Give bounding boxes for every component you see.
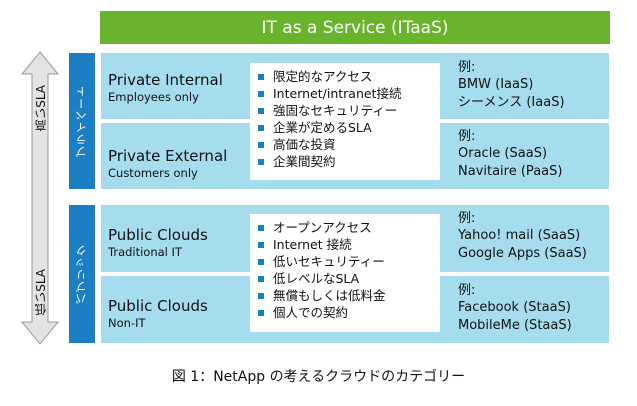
row-private-internal-examples: 例: BMW (IaaS) シーメンス (IaaS) xyxy=(458,59,565,112)
list-item: Internet/intranet接続 xyxy=(250,85,440,102)
sla-high-label: 高いSLA xyxy=(33,84,48,132)
sla-low-label: 低いSLA xyxy=(33,268,48,316)
list-item-label: 企業が定めるSLA xyxy=(273,120,372,135)
examples-heading: 例: xyxy=(458,211,476,226)
example-item: シーメンス (IaaS) xyxy=(458,95,565,110)
row-title: Private External xyxy=(108,147,228,165)
bullet-icon xyxy=(258,241,264,248)
example-item: Google Apps (SaaS) xyxy=(458,246,587,261)
list-item: 強固なセキュリティー xyxy=(250,102,440,119)
bullet-icon xyxy=(258,292,264,299)
sla-double-arrow xyxy=(20,51,60,345)
row-subtitle: Non-IT xyxy=(108,316,146,330)
list-item: 無償もしくは低料金 xyxy=(250,287,440,304)
examples-heading: 例: xyxy=(458,129,476,144)
list-item: 企業が定めるSLA xyxy=(250,119,440,136)
bullet-icon xyxy=(258,158,264,165)
list-item: 個人での契約 xyxy=(250,304,440,321)
list-item-label: 企業間契約 xyxy=(273,154,336,169)
bullet-icon xyxy=(258,275,264,282)
example-item: Yahoo! mail (SaaS) xyxy=(458,228,581,243)
row-private-external-text: Private External Customers only xyxy=(108,147,227,181)
example-item: BMW (IaaS) xyxy=(458,77,534,92)
list-item-label: Internet/intranet接続 xyxy=(273,86,402,101)
diagram-title: IT as a Service (ITaaS) xyxy=(261,17,449,38)
examples-heading: 例: xyxy=(458,283,476,298)
category-private-bar: プライベート xyxy=(69,53,95,189)
list-item-label: 低いセキュリティー xyxy=(273,254,385,269)
row-subtitle: Traditional IT xyxy=(108,245,182,259)
row-title: Public Clouds xyxy=(108,226,208,244)
list-item-label: 無償もしくは低料金 xyxy=(273,288,386,303)
list-item-label: 高価な投資 xyxy=(273,137,336,152)
bullet-icon xyxy=(258,141,264,148)
list-item-label: Internet 接続 xyxy=(273,237,352,252)
row-subtitle: Customers only xyxy=(108,166,198,180)
sla-high-label-box: 高いSLA xyxy=(30,78,50,138)
list-item: 企業間契約 xyxy=(250,153,440,170)
bullet-icon xyxy=(258,107,264,114)
bullet-icon xyxy=(258,73,264,80)
row-public-traditional-it-examples: 例: Yahoo! mail (SaaS) Google Apps (SaaS) xyxy=(458,210,587,263)
bullet-icon xyxy=(258,224,264,231)
sla-low-label-box: 低いSLA xyxy=(30,262,50,322)
private-characteristics-box: 限定的なアクセス Internet/intranet接続 強固なセキュリティー … xyxy=(250,63,440,180)
row-private-external-examples: 例: Oracle (SaaS) Navitaire (PaaS) xyxy=(458,128,562,181)
bullet-icon xyxy=(258,309,264,316)
figure-caption: 図 1：NetApp の考えるクラウドのカテゴリー xyxy=(171,369,466,385)
example-item: MobileMe (StaaS) xyxy=(458,318,572,333)
row-public-traditional-it-text: Public Clouds Traditional IT xyxy=(108,226,208,260)
public-characteristics-box: オープンアクセス Internet 接続 低いセキュリティー 低レベルなSLA … xyxy=(250,214,440,332)
category-public-label: パブリック xyxy=(75,244,88,304)
list-item: 限定的なアクセス xyxy=(250,68,440,85)
row-title: Public Clouds xyxy=(108,297,208,315)
examples-heading: 例: xyxy=(458,60,476,75)
private-characteristics-list: 限定的なアクセス Internet/intranet接続 強固なセキュリティー … xyxy=(250,63,440,170)
bullet-icon xyxy=(258,124,264,131)
example-item: Navitaire (PaaS) xyxy=(458,164,563,179)
title-bar: IT as a Service (ITaaS) xyxy=(100,11,610,44)
row-private-internal-text: Private Internal Employees only xyxy=(108,71,223,105)
example-item: Oracle (SaaS) xyxy=(458,146,548,161)
row-public-non-it-text: Public Clouds Non-IT xyxy=(108,297,208,331)
list-item-label: 個人での契約 xyxy=(273,305,349,320)
row-public-non-it-examples: 例: Facebook (StaaS) MobileMe (StaaS) xyxy=(458,282,572,335)
row-subtitle: Employees only xyxy=(108,90,199,104)
list-item-label: 低レベルなSLA xyxy=(273,271,360,286)
list-item: 高価な投資 xyxy=(250,136,440,153)
row-title: Private Internal xyxy=(108,71,223,89)
category-public-bar: パブリック xyxy=(69,205,95,343)
list-item: 低いセキュリティー xyxy=(250,253,440,270)
bullet-icon xyxy=(258,90,264,97)
list-item: オープンアクセス xyxy=(250,219,440,236)
category-private-label: プライベート xyxy=(75,85,88,157)
list-item-label: オープンアクセス xyxy=(273,220,372,235)
list-item-label: 強固なセキュリティー xyxy=(273,103,398,118)
list-item: 低レベルなSLA xyxy=(250,270,440,287)
list-item-label: 限定的なアクセス xyxy=(273,69,373,84)
public-characteristics-list: オープンアクセス Internet 接続 低いセキュリティー 低レベルなSLA … xyxy=(250,214,440,321)
example-item: Facebook (StaaS) xyxy=(458,300,571,315)
bullet-icon xyxy=(258,258,264,265)
sla-arrow-shape xyxy=(20,51,60,345)
list-item: Internet 接続 xyxy=(250,236,440,253)
